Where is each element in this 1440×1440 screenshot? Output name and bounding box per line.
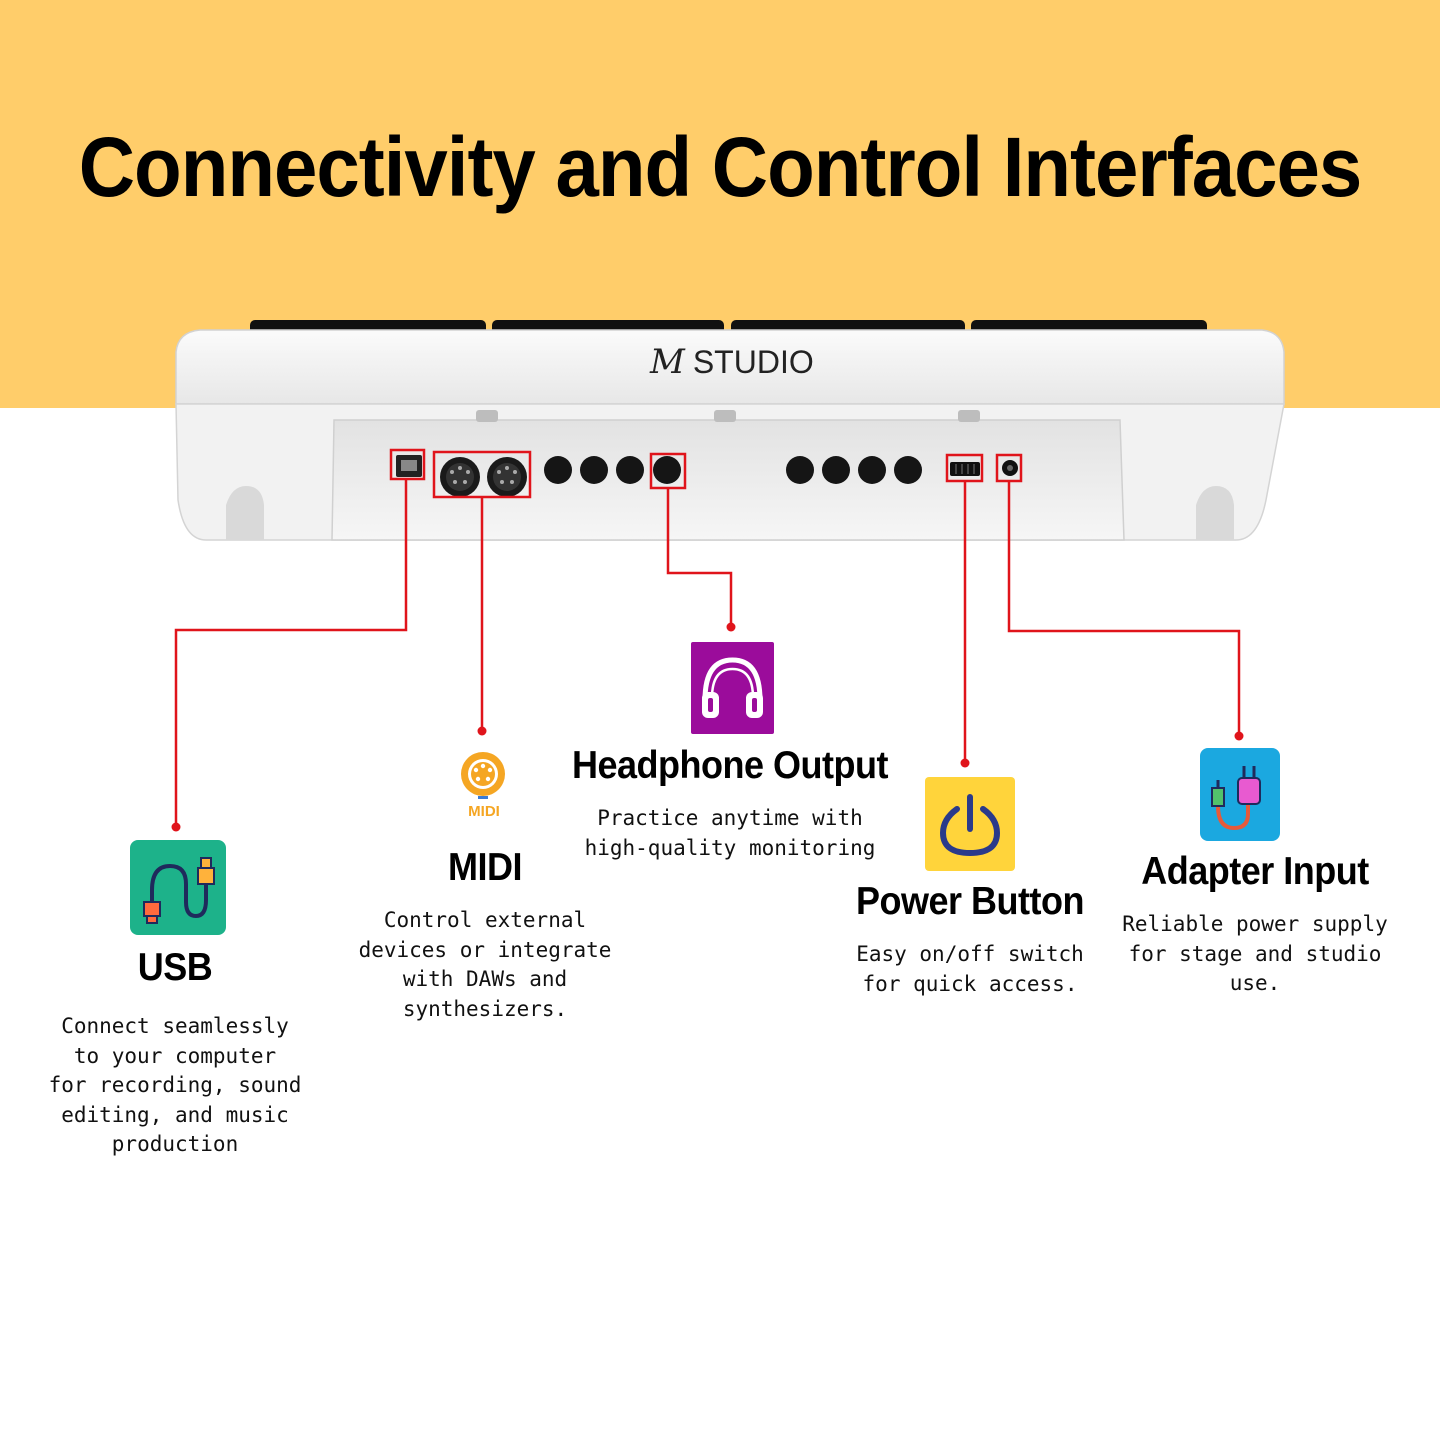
jack-5 [786, 456, 814, 484]
midi-description: Control external devices or integrate wi… [358, 908, 612, 1021]
headphone-title: Headphone Output [572, 742, 888, 787]
jack-6 [822, 456, 850, 484]
jack-7 [858, 456, 886, 484]
power-switch [950, 462, 980, 476]
midi-title: MIDI [448, 844, 523, 889]
jack-3 [616, 456, 644, 484]
headphone-feature: Headphone Output Practice anytime with h… [570, 742, 890, 863]
headphones-icon [691, 642, 774, 734]
midi-icon-label: MIDI [468, 803, 500, 820]
adapter-feature: Adapter Input Reliable power supply for … [1115, 848, 1395, 999]
adapter-description: Reliable power supply for stage and stud… [1122, 912, 1388, 995]
power-plug-icon [1200, 748, 1280, 841]
headphone-callout-line [666, 488, 733, 626]
power-feature: Power Button Easy on/off switch for quic… [830, 878, 1110, 999]
adapter-title: Adapter Input [1141, 848, 1369, 893]
headphone-jack [653, 456, 681, 484]
midi-port-out [487, 457, 527, 497]
usb-callout-line [174, 479, 408, 826]
jack-1 [544, 456, 572, 484]
power-title: Power Button [856, 878, 1084, 923]
headphone-description: Practice anytime with high-quality monit… [584, 806, 876, 860]
midi-port-in [440, 457, 480, 497]
midi-feature: MIDI Control external devices or integra… [350, 844, 620, 1024]
jack-8 [894, 456, 922, 484]
page-title: Connectivity and Control Interfaces [78, 119, 1363, 215]
usb-cable-icon [130, 840, 226, 935]
jack-2 [580, 456, 608, 484]
midi-connector-icon: MIDI [456, 748, 512, 822]
power-icon [925, 777, 1015, 871]
usb-feature: USB Connect seamlessly to your computer … [40, 944, 310, 1160]
usb-highlight [389, 448, 426, 481]
usb-description: Connect seamlessly to your computer for … [48, 1014, 302, 1156]
adapter-callout-line [1007, 481, 1241, 735]
usb-title: USB [137, 944, 213, 989]
power-description: Easy on/off switch for quick access. [856, 942, 1084, 996]
